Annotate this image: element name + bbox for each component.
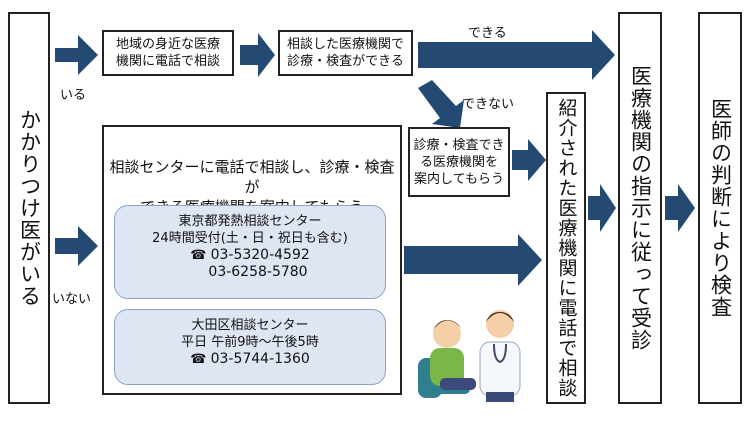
ota-center-name: 大田区相談センター <box>191 318 309 333</box>
tokyo-phone-2[interactable]: 03-6258-5780 <box>208 264 308 280</box>
arrow-consult-final <box>665 184 695 232</box>
step-consult-local: 地域の身近な医療 機関に電話で相談 <box>102 30 234 76</box>
ota-center-card: 大田区相談センター 平日 午前9時～午後5時 ☎ 03-5744-1360 <box>114 309 386 385</box>
arrow-step3-referral <box>512 139 546 181</box>
label-yes: いる <box>60 88 87 103</box>
arrow-center-referral <box>404 234 542 286</box>
follow-instructions-box: 医療機関の指示に従って受診 <box>618 12 662 404</box>
has-family-doctor-box: かかりつけ医がいる <box>8 12 50 404</box>
label-no: いない <box>52 292 92 307</box>
step-can-test: 相談した医療機関で 診療・検査ができる <box>278 30 413 76</box>
ota-phone[interactable]: 03-5744-1360 <box>210 351 310 367</box>
arrow-no <box>55 226 98 266</box>
step-guidance: 診療・検査でき る医療機関を 案内してもらう <box>408 127 510 197</box>
arrow-cannot <box>418 80 464 128</box>
label-cannot: できない <box>462 97 515 112</box>
phone-icon: ☎ <box>190 248 207 263</box>
phone-icon: ☎ <box>190 352 207 367</box>
arrow-yes <box>55 35 98 75</box>
tokyo-phone-1[interactable]: 03-5320-4592 <box>210 247 310 263</box>
tokyo-center-name: 東京都発熱相談センター <box>178 214 322 229</box>
arrow-referral-consult <box>588 184 616 232</box>
label-can: できる <box>468 26 507 41</box>
doctor-decision-box: 医師の判断により検査 <box>698 12 742 404</box>
arrow-can <box>418 30 615 80</box>
ota-center-hours: 平日 午前9時～午後5時 <box>181 335 319 350</box>
tokyo-center-hours: 24時間受付(土・日・祝日も含む) <box>152 231 348 246</box>
arrow-step1-step2 <box>240 33 275 77</box>
doctor-patient-illustration <box>418 310 521 402</box>
call-referred-box: 紹介された医療機関に電話で相談 <box>546 92 586 404</box>
tokyo-center-card: 東京都発熱相談センター 24時間受付(土・日・祝日も含む) ☎ 03-5320-… <box>114 205 386 299</box>
